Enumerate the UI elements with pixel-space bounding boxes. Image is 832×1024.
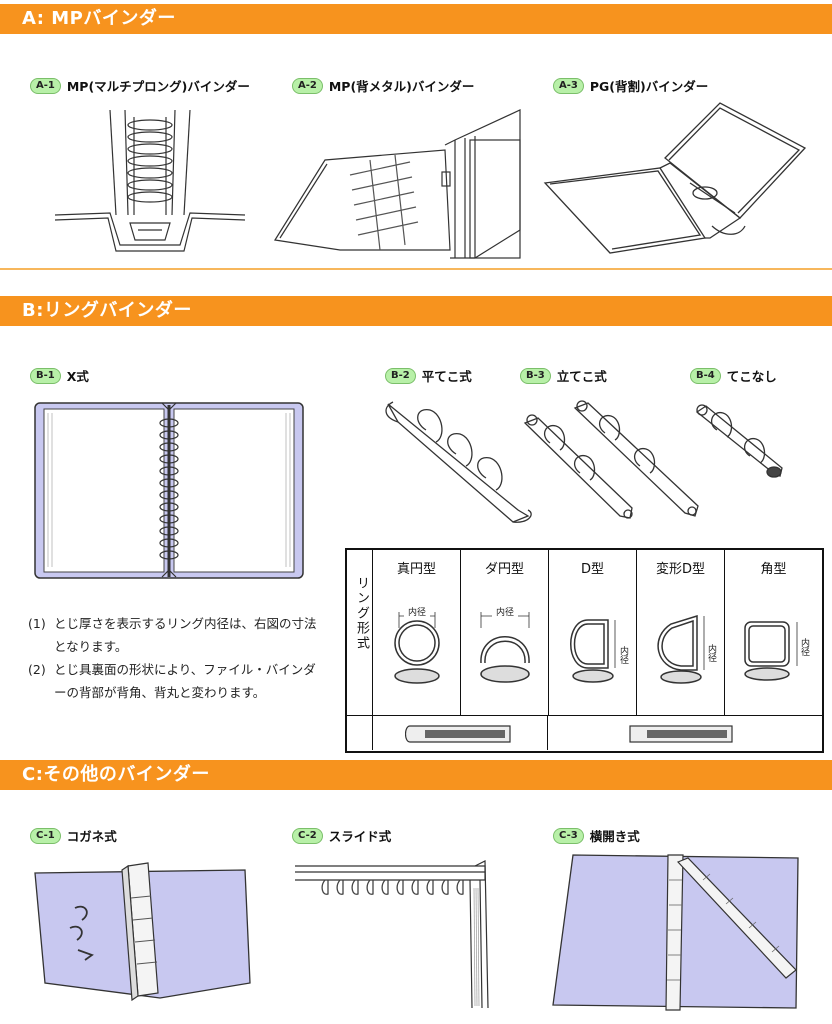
item-c3-badge: C-3 — [553, 827, 584, 844]
leverless-ring-mechanism-illustration — [695, 404, 783, 478]
item-a1-label: A-1 MP(マルチプロング)バインダー — [30, 76, 250, 95]
item-c1-label: C-1 コガネ式 — [30, 826, 117, 845]
item-c2-title: スライド式 — [328, 829, 392, 844]
item-b3-title: 立てこ式 — [556, 369, 607, 384]
item-b2-label: B-2 平てこ式 — [385, 366, 472, 385]
item-b4-label: B-4 てこなし — [690, 366, 777, 385]
item-b4-badge: B-4 — [690, 367, 721, 384]
item-b1-title: X式 — [66, 369, 89, 384]
note-2-number: (2) — [28, 662, 46, 677]
item-a1-title: MP(マルチプロング)バインダー — [66, 79, 250, 94]
ring-type-d: D型 内径 — [549, 550, 637, 715]
d-inner-label: 内径 — [618, 645, 629, 664]
section-a-divider — [0, 268, 832, 270]
item-b4-title: てこなし — [726, 369, 777, 384]
ring-type-square: 角型 内径 — [725, 550, 822, 715]
ring-notes: (1) とじ厚さを表示するリング内径は、右図の寸法となります。 (2) とじ具裏… — [28, 612, 328, 704]
item-c3-label: C-3 横開き式 — [553, 826, 640, 845]
square-spine-profile — [629, 725, 733, 743]
ring-type-oval: ダ円型 内径 — [461, 550, 549, 715]
note-2: (2) とじ具裏面の形状により、ファイル・バインダーの背部が背角、背丸と変わりま… — [28, 658, 328, 704]
square-inner-label: 内径 — [799, 637, 810, 656]
oval-inner-label: 内径 — [496, 606, 514, 618]
item-b1-badge: B-1 — [30, 367, 61, 384]
item-a3-title: PG(背割)バインダー — [589, 79, 709, 94]
item-a2-title: MP(背メタル)バインダー — [328, 79, 475, 94]
item-b3-badge: B-3 — [520, 367, 551, 384]
flat-lever-ring-mechanism-illustration — [385, 401, 532, 523]
item-c1-title: コガネ式 — [66, 829, 117, 844]
section-a-header: A: MPバインダー — [0, 4, 832, 34]
item-a1-badge: A-1 — [30, 77, 61, 94]
modified-d-inner-label: 内径 — [706, 643, 717, 662]
section-c-header: C:その他のバインダー — [0, 760, 832, 790]
note-1: (1) とじ厚さを表示するリング内径は、右図の寸法となります。 — [28, 612, 328, 658]
slide-binder-illustration — [295, 860, 489, 1009]
item-c2-badge: C-2 — [292, 827, 323, 844]
koguchi-fastener-binder-illustration — [34, 862, 251, 1002]
round-inner-label: 内径 — [408, 606, 426, 618]
ring-type-round: 真円型 内径 — [373, 550, 461, 715]
item-a3-label: A-3 PG(背割)バインダー — [553, 76, 708, 95]
item-a2-label: A-2 MP(背メタル)バインダー — [292, 76, 474, 95]
note-2-text: とじ具裏面の形状により、ファイル・バインダーの背部が背角、背丸と変わります。 — [54, 662, 316, 700]
spine-profile-row — [347, 715, 822, 751]
pg-split-spine-binder-illustration — [543, 102, 807, 254]
item-b3-label: B-3 立てこ式 — [520, 366, 607, 385]
item-b2-title: 平てこ式 — [421, 369, 472, 384]
ring-type-row-header: リング形式 — [347, 550, 373, 715]
item-c1-badge: C-1 — [30, 827, 61, 844]
ring-type-modified-d: 変形D型 内径 — [637, 550, 725, 715]
ring-type-table: リング形式 真円型 内径 ダ円型 内径 — [345, 548, 824, 753]
note-1-text: とじ厚さを表示するリング内径は、右図の寸法となります。 — [54, 616, 317, 654]
x-type-ring-binder-illustration — [34, 402, 304, 579]
item-b1-label: B-1 X式 — [30, 366, 89, 385]
item-c3-title: 横開き式 — [589, 829, 640, 844]
item-c2-label: C-2 スライド式 — [292, 826, 391, 845]
standing-lever-ring-mechanism-illustration — [523, 400, 699, 519]
side-open-binder-illustration — [552, 854, 799, 1011]
item-b2-badge: B-2 — [385, 367, 416, 384]
item-a3-badge: A-3 — [553, 77, 584, 94]
round-spine-profile — [405, 725, 511, 743]
metal-spine-binder-illustration — [274, 109, 521, 259]
section-b-header: B:リングバインダー — [0, 296, 832, 326]
note-1-number: (1) — [28, 616, 46, 631]
item-a2-badge: A-2 — [292, 77, 323, 94]
multiprong-binder-illustration — [54, 109, 246, 252]
